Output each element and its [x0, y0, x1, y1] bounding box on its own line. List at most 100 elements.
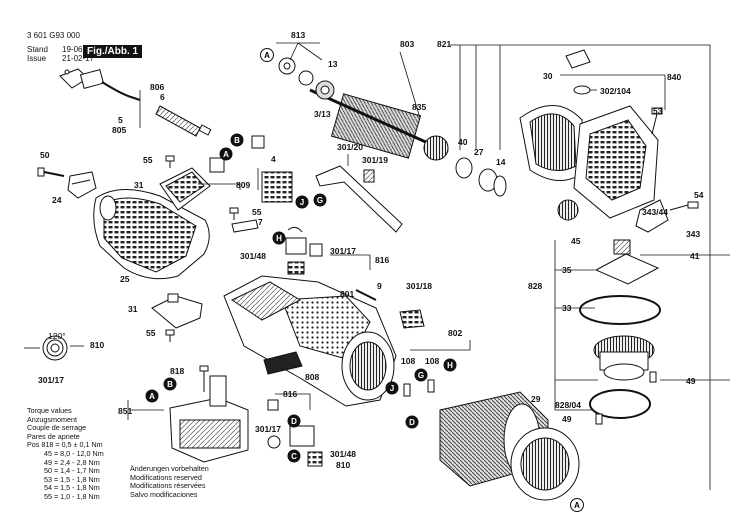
electronics-851-drawing [169, 375, 249, 463]
label-27: 27 [474, 147, 484, 157]
callout-g-top: G [313, 193, 327, 207]
label-13: 13 [328, 59, 338, 69]
fan-baffle-29-drawing [510, 427, 580, 501]
screw-53-drawing [651, 107, 663, 135]
callout-a-top: A [260, 48, 274, 62]
label-50: 50 [40, 150, 50, 160]
callout-d-stator: D [405, 415, 419, 429]
label-808: 808 [305, 372, 319, 382]
part-808-drawing [263, 351, 303, 375]
clip-7-drawing [231, 219, 259, 233]
label-33: 33 [562, 303, 572, 313]
svg-text:H: H [276, 234, 282, 243]
gear-housing-801-drawing [223, 275, 397, 407]
spindle-lock-drawing [565, 49, 591, 95]
torque-row: 54 = 1,5 - 1,8 Nm [44, 483, 100, 493]
label-41: 41 [690, 251, 700, 261]
callout-c-brush: C [287, 449, 301, 463]
callout-b-top: B [230, 133, 244, 147]
label-6: 6 [160, 92, 165, 102]
callout-markers: A B A J G H A B D C J G H D A [145, 48, 584, 512]
svg-text:B: B [167, 380, 173, 389]
motor-housing-drawing [93, 188, 210, 280]
label-14: 14 [496, 157, 506, 167]
callout-b-electronics: B [163, 377, 177, 391]
screw-54-drawing [669, 201, 699, 211]
label-805: 805 [112, 125, 126, 135]
label-803: 803 [400, 39, 414, 49]
label-301-20: 301/20 [337, 142, 363, 152]
svg-text:J: J [390, 384, 394, 393]
label-31-bottom: 31 [128, 304, 138, 314]
label-301-19: 301/19 [362, 155, 388, 165]
label-35: 35 [562, 265, 572, 275]
label-301-17-spring: 301/17 [38, 375, 64, 385]
torque-heading-de: Anzugsmoment [27, 414, 77, 424]
label-806: 806 [150, 82, 164, 92]
brush-upper-drawing [285, 226, 323, 275]
svg-text:J: J [300, 198, 304, 207]
part-41-drawing [613, 239, 631, 255]
power-cord-drawing [59, 68, 141, 101]
cover-31-top-drawing [159, 167, 211, 211]
label-828-04: 828/04 [555, 400, 581, 410]
label-818: 818 [170, 366, 184, 376]
figure-label: Fig./Abb. 1 [83, 45, 143, 58]
callout-a-cord: A [219, 147, 233, 161]
callout-j-stator: J [385, 381, 399, 395]
label-7: 7 [258, 217, 263, 227]
change-notice-de: Änderungen vorbehalten [130, 464, 209, 473]
callout-g-stator: G [414, 368, 428, 382]
label-30: 30 [543, 71, 553, 81]
label-813: 813 [291, 30, 305, 40]
issue-value: 21-02-17 [62, 54, 95, 63]
gear-head-840-drawing [573, 105, 659, 219]
bearing-813-drawing [278, 57, 335, 100]
label-809: 809 [236, 180, 250, 190]
issue-label: Issue [27, 54, 47, 63]
torque-heading-es: Pares de apriete [27, 431, 80, 441]
label-49-bottom: 49 [562, 414, 572, 424]
part-number: 3 601 G93 000 [27, 31, 80, 40]
torque-row: 49 = 2,4 - 2,8 Nm [44, 457, 100, 467]
label-3-13: 3/13 [314, 109, 331, 119]
label-49-right: 49 [686, 376, 696, 386]
callout-a-bottom: A [570, 498, 584, 512]
callout-d-brush: D [287, 414, 301, 428]
label-301-18: 301/18 [406, 281, 432, 291]
label-816-top: 816 [375, 255, 389, 265]
label-4: 4 [271, 154, 276, 164]
label-343-44: 343/44 [642, 207, 668, 217]
label-120deg: 120° [48, 331, 66, 341]
gear-assembly-828-drawing [593, 335, 655, 381]
label-25: 25 [120, 274, 130, 284]
change-notice: Änderungen vorbehalten Modifications res… [130, 464, 209, 499]
label-801: 801 [340, 289, 354, 299]
callout-a-electronics: A [145, 389, 159, 403]
torque-values: Torque values Anzugsmoment Couple de ser… [27, 406, 104, 502]
screw-50-drawing [37, 167, 65, 177]
torque-row: 53 = 1,5 - 1,8 Nm [44, 474, 100, 484]
change-notice-es: Salvo modificaciones [130, 489, 198, 499]
label-29: 29 [531, 394, 541, 404]
guard-30-drawing [519, 105, 585, 181]
label-828: 828 [528, 281, 542, 291]
pins-108-drawing [403, 379, 435, 397]
pinion-45-drawing [557, 199, 579, 221]
bearings-right-drawing [455, 157, 507, 197]
label-55-bottom: 55 [146, 328, 156, 338]
callout-h-mid: H [272, 231, 286, 245]
change-notice-en: Modifications reserved [130, 472, 202, 482]
torque-heading-en: Torque values [27, 406, 72, 415]
torque-row: 45 = 8,0 - 12,0 Nm [44, 448, 104, 458]
label-31-top: 31 [134, 180, 144, 190]
torque-row: 55 = 1,0 - 1,8 Nm [44, 491, 100, 501]
screw-49-drawing [595, 371, 657, 425]
screw-55-drawing [165, 155, 239, 342]
label-45: 45 [571, 236, 581, 246]
cover-31-bottom-drawing [151, 293, 203, 329]
label-851: 851 [118, 406, 132, 416]
label-55-mid: 55 [252, 207, 262, 217]
label-810-bottom: 810 [336, 460, 350, 470]
